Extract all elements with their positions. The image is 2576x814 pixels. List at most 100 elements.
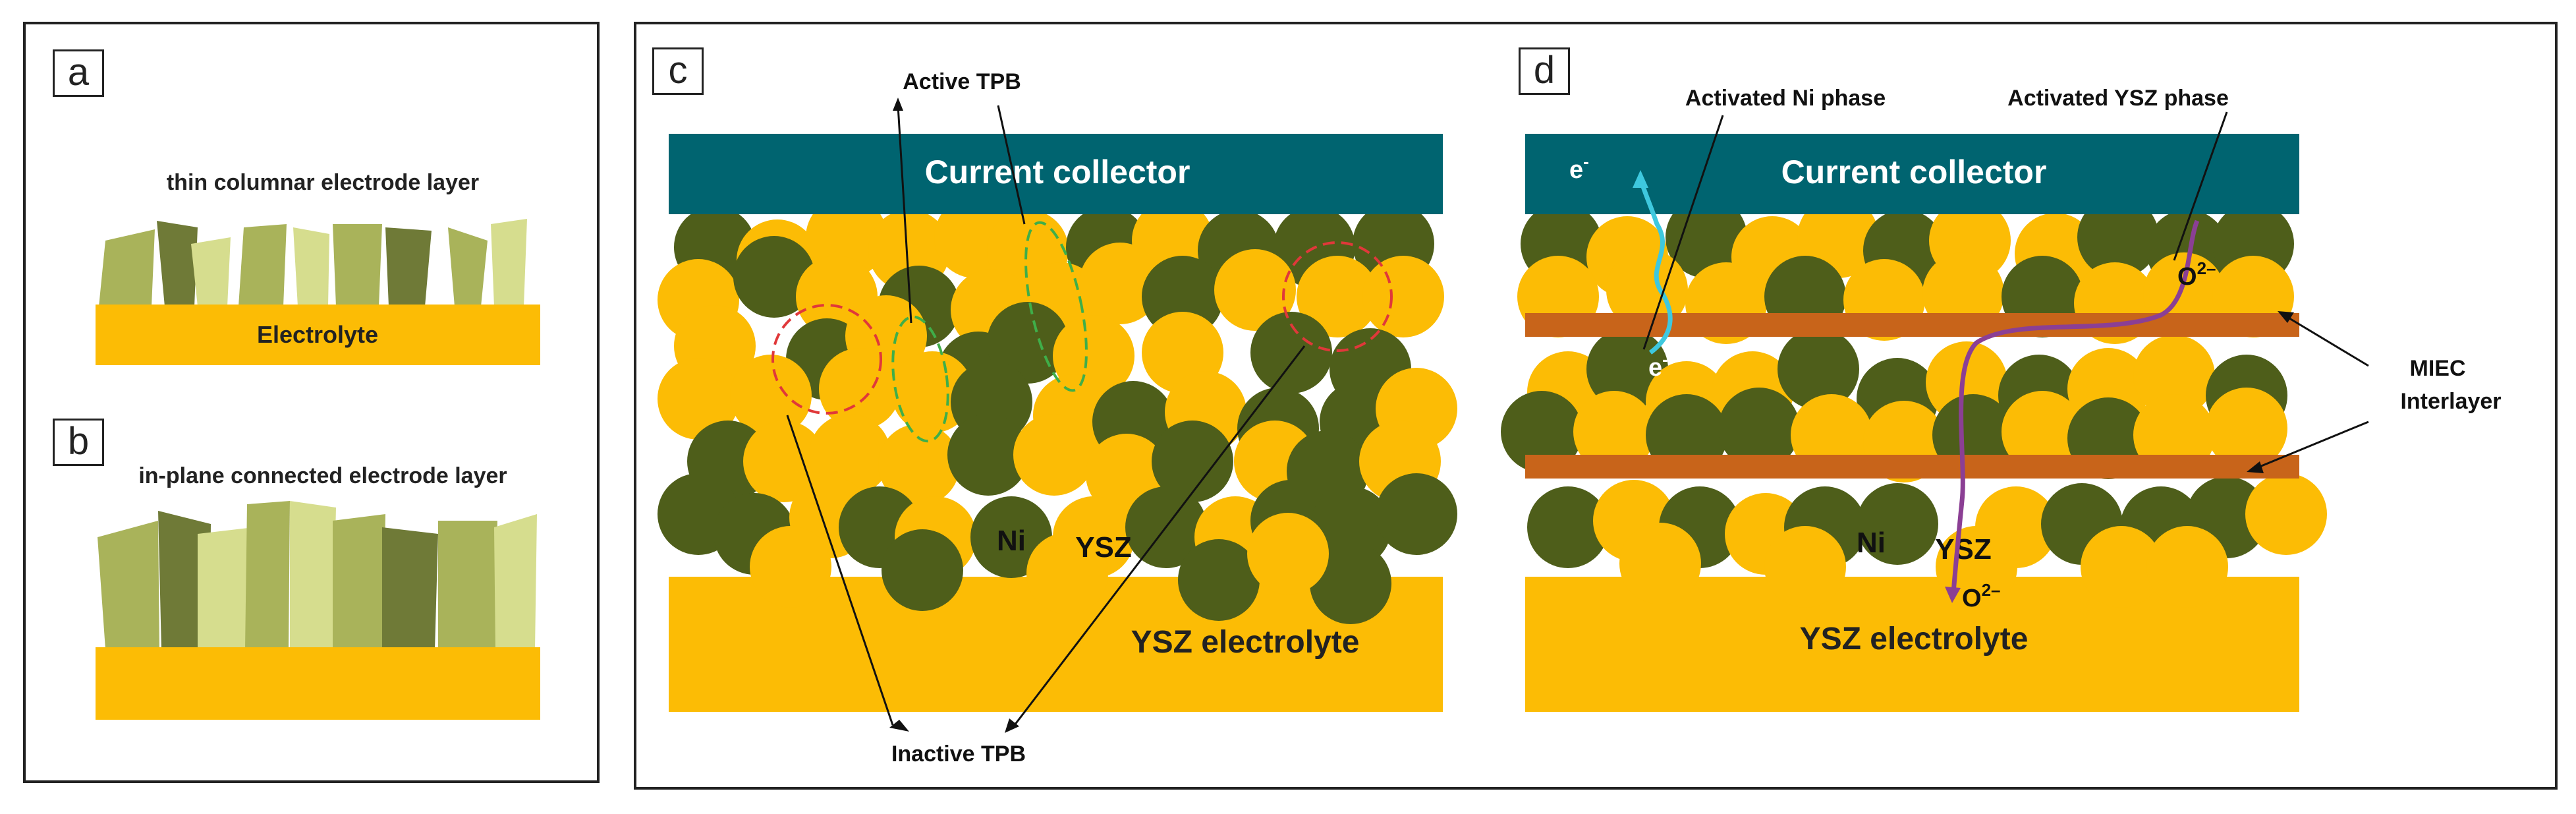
interlayer-label: Interlayer	[2400, 389, 2501, 414]
arrowhead	[2278, 311, 2294, 323]
panel-c-particles	[658, 196, 1457, 624]
oxygen-top-charge: 2–	[2197, 258, 2216, 278]
ni-particle	[882, 529, 963, 611]
panel-d: Current collector YSZ electrolyte Ni YSZ…	[1501, 86, 2502, 712]
ysz-particle	[2081, 526, 2162, 608]
panel-b-columns	[98, 501, 537, 649]
oxygen-arrowhead	[1945, 587, 1961, 603]
ni-particle	[1310, 486, 1391, 568]
ysz-particle	[1764, 526, 1846, 608]
miec-label: MIEC	[2410, 356, 2466, 381]
panel-c-letter: c	[652, 47, 704, 95]
ni-particle	[947, 414, 1029, 496]
panel-a: thin columnar electrode layer Electrolyt…	[96, 170, 540, 365]
miec-interlayer-upper	[1525, 313, 2299, 337]
ysz-particle	[1026, 533, 1108, 614]
electron-label-bottom: e-	[1648, 349, 1668, 382]
oxygen-bottom-symbol: O	[1962, 585, 1982, 612]
electrode-column	[157, 221, 198, 306]
ysz-particle	[1362, 256, 1444, 337]
oxygen-label-bottom: O2–	[1962, 580, 2000, 612]
inactive-tpb-ring	[771, 304, 882, 415]
ni-particle	[1718, 388, 1800, 469]
miec-interlayer-lower	[1525, 455, 2299, 479]
electron-path	[1638, 177, 1673, 355]
ni-particle	[2077, 196, 2159, 278]
activated-ysz-label: Activated YSZ phase	[2007, 86, 2229, 111]
panel-b-electrolyte	[96, 647, 540, 720]
ni-particle	[1250, 312, 1332, 393]
ysz-particle	[1013, 414, 1095, 496]
panel-d-particles	[1501, 196, 2327, 608]
electrode-column	[198, 527, 254, 649]
panel-c-leader-lines	[786, 105, 1306, 726]
arrowhead	[889, 720, 909, 732]
electron-arrowhead	[1633, 170, 1648, 188]
ysz-particle	[2146, 526, 2228, 608]
inactive-tpb-ring	[1282, 241, 1393, 352]
electron-bottom-charge: -	[1662, 349, 1668, 369]
ysz-particle	[2133, 335, 2215, 417]
electrode-column	[385, 227, 432, 306]
arrowhead	[893, 98, 903, 111]
oxygen-ion-path	[1951, 219, 2200, 594]
ni-particle	[1527, 486, 1609, 568]
electrode-column	[290, 501, 336, 649]
ysz-particle	[658, 358, 739, 440]
oxygen-bottom-charge: 2–	[1982, 580, 2001, 600]
ni-particle	[1310, 542, 1391, 624]
panel-a-electrolyte-label: Electrolyte	[257, 321, 378, 348]
ysz-particle	[1619, 523, 1701, 604]
panel-a-electrolyte	[96, 305, 540, 365]
electron-top-charge: -	[1583, 152, 1589, 171]
electrode-column	[491, 219, 527, 306]
panel-c-ysz-label: YSZ	[1075, 531, 1132, 564]
ni-particle	[1501, 391, 1582, 473]
inactive-tpb-label: Inactive TPB	[891, 741, 1026, 767]
electrode-column	[494, 514, 537, 649]
electrode-column	[98, 521, 159, 649]
ysz-particle	[2206, 388, 2287, 469]
ysz-particle	[878, 424, 960, 506]
panel-d-ni-label: Ni	[1857, 527, 1886, 559]
panel-a-layer-label: thin columnar electrode layer	[167, 170, 479, 195]
electrode-column	[99, 229, 155, 306]
electrode-column	[245, 501, 290, 649]
ysz-particle	[743, 421, 825, 502]
panel-b-letter: b	[53, 419, 104, 466]
arrowhead	[1005, 718, 1019, 733]
ysz-particle	[2002, 391, 2083, 473]
panel-c-electrolyte-label: YSZ electrolyte	[1131, 625, 1360, 660]
electrode-column	[191, 237, 231, 306]
electrode-column	[293, 227, 329, 306]
ysz-particle	[1247, 513, 1329, 595]
panel-d-letter: d	[1519, 47, 1570, 95]
panel-d-electrolyte-label: YSZ electrolyte	[1800, 622, 2029, 656]
arrowhead	[2247, 461, 2264, 473]
ni-particle	[1178, 539, 1260, 621]
ysz-particle	[2245, 473, 2327, 555]
activated-ni-label: Activated Ni phase	[1685, 86, 1886, 111]
ni-particle	[1142, 256, 1223, 337]
oxygen-top-symbol: O	[2177, 263, 2197, 291]
active-tpb-ring	[891, 315, 949, 443]
ni-particle	[1376, 473, 1457, 555]
electron-label-top: e-	[1569, 152, 1589, 184]
ysz-particle	[730, 355, 812, 436]
ysz-particle	[750, 526, 831, 608]
panel-d-ysz-label: YSZ	[1935, 533, 1992, 566]
electron-bottom-symbol: e	[1648, 354, 1662, 382]
panel-a-columns	[99, 219, 527, 306]
electrode-column	[238, 224, 287, 306]
electrode-column	[448, 227, 488, 306]
panel-d-current-collector	[1525, 134, 2299, 214]
oxygen-label-top: O2–	[2177, 258, 2216, 291]
panel-d-collector-label: Current collector	[1781, 154, 2047, 190]
panel-a-letter: a	[53, 49, 104, 97]
electrode-column	[382, 527, 438, 649]
ni-particle	[1778, 328, 1859, 410]
ysz-particle	[1297, 256, 1378, 337]
electron-top-symbol: e	[1569, 156, 1583, 184]
panel-c-ni-label: Ni	[997, 525, 1026, 557]
